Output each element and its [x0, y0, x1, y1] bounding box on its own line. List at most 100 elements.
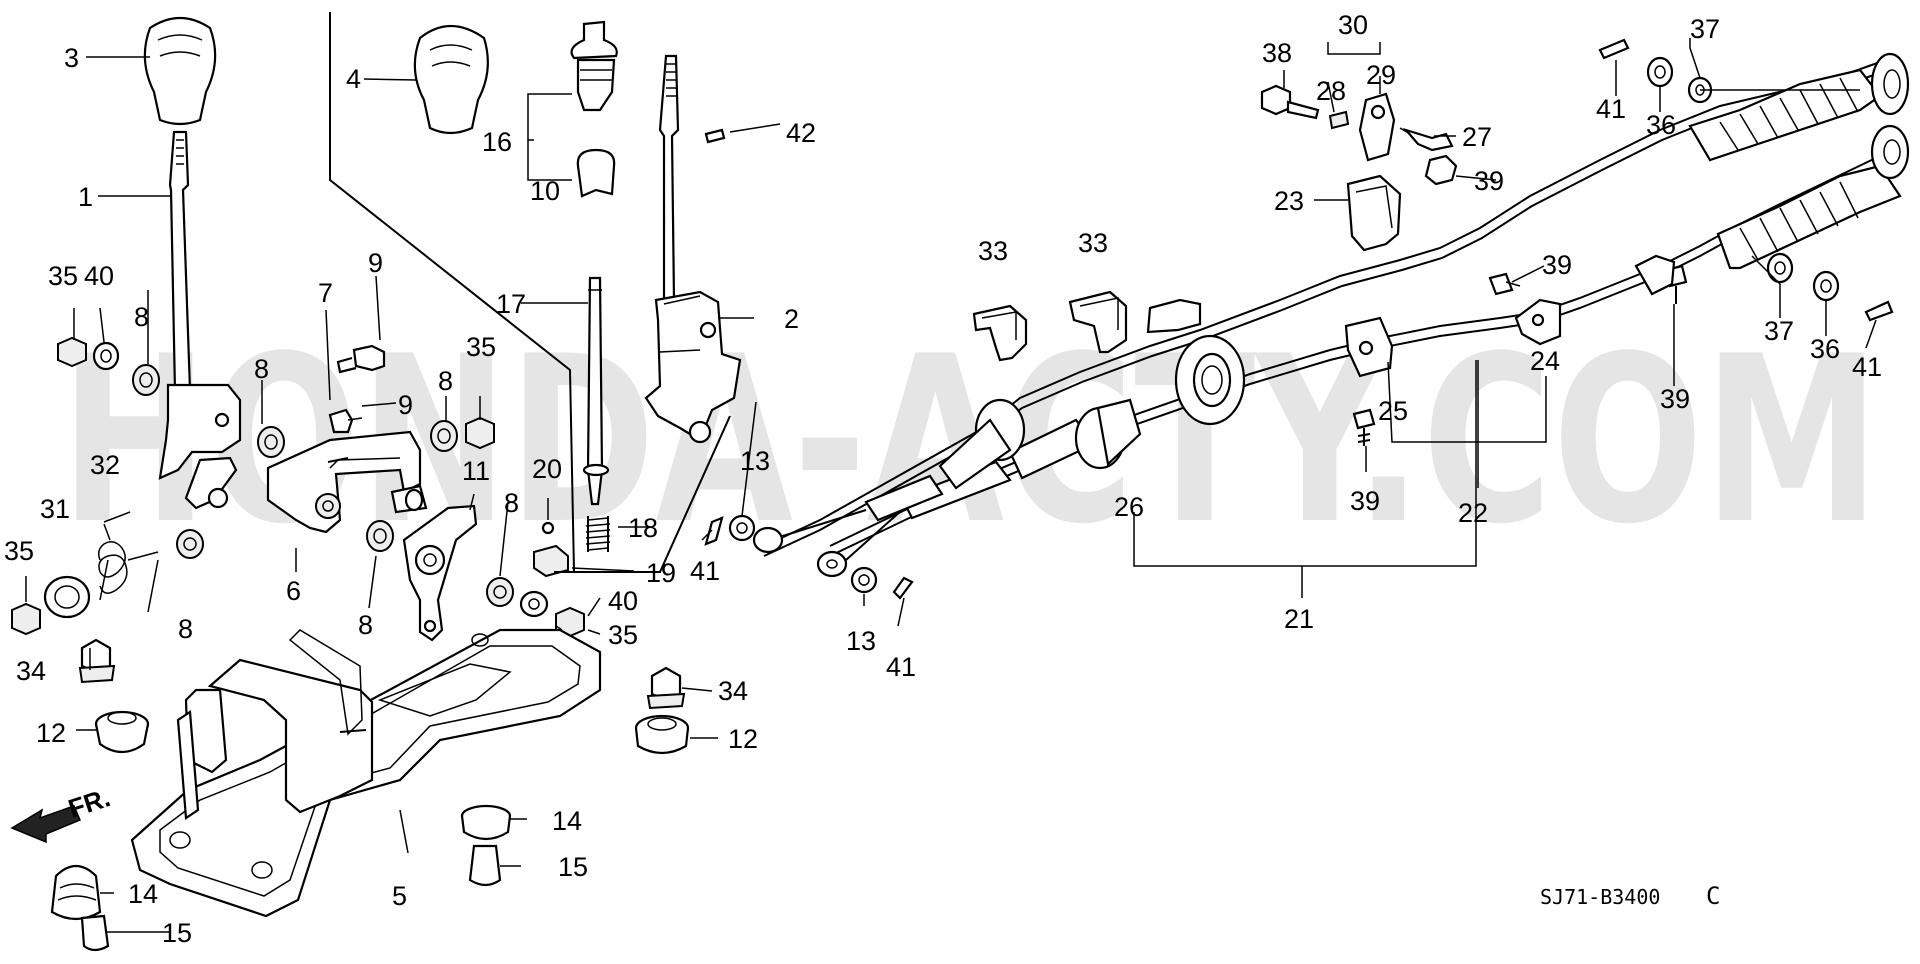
callout-24: 24 — [1530, 346, 1560, 376]
washer-13-top — [728, 514, 756, 542]
shift-knob-3 — [143, 17, 217, 126]
callout-8-c: 8 — [438, 366, 453, 396]
callout-28: 28 — [1316, 76, 1346, 106]
callout-40-b: 40 — [608, 586, 638, 616]
bushing-8-right — [430, 420, 458, 452]
callout-37-a: 37 — [1690, 14, 1720, 44]
callout-41-a: 41 — [690, 556, 720, 586]
revision-mark: C — [1706, 882, 1720, 910]
ball-20 — [541, 521, 555, 535]
bolt-34-left — [78, 638, 116, 684]
callout-35-d: 35 — [608, 620, 638, 650]
shift-base-5 — [130, 628, 602, 918]
callout-27: 27 — [1462, 122, 1492, 152]
callout-7: 7 — [318, 278, 333, 308]
leader-lines — [25, 38, 1877, 933]
callout-2: 2 — [784, 304, 799, 334]
nut-35-left-top — [57, 336, 87, 368]
bushing-8-left — [132, 364, 160, 396]
callout-9-b: 9 — [398, 390, 413, 420]
assembly-boundary-line — [329, 12, 731, 573]
callout-35-c: 35 — [466, 332, 496, 362]
callout-1: 1 — [78, 182, 93, 212]
collar-31 — [43, 575, 91, 619]
callout-8-b: 8 — [254, 354, 269, 384]
callout-41-b: 41 — [886, 652, 916, 682]
callout-38: 38 — [1262, 38, 1292, 68]
bolt-9-top — [336, 344, 386, 374]
figure-code: SJ71-B3400 — [1540, 885, 1660, 909]
bracket-29 — [1358, 92, 1396, 162]
callout-23: 23 — [1274, 186, 1304, 216]
lock-pin-16 — [570, 20, 618, 112]
pin-41-left — [704, 516, 724, 546]
washer-40-right — [519, 590, 549, 618]
shift-lever-2 — [644, 54, 742, 444]
callout-21: 21 — [1284, 604, 1314, 634]
grommet-12-left — [94, 710, 150, 754]
callout-30: 30 — [1338, 10, 1368, 40]
cable-grommet — [1174, 334, 1246, 426]
bracket-23 — [1346, 174, 1402, 252]
grommet-12-right — [634, 714, 690, 755]
callout-32: 32 — [90, 450, 120, 480]
callout-33-b: 33 — [1078, 228, 1108, 258]
callout-36-b: 36 — [1810, 334, 1840, 364]
callout-40-a: 40 — [84, 261, 114, 291]
washer-36-bottom — [1812, 270, 1840, 302]
pin-41-top — [1598, 38, 1630, 60]
shift-rod-link-6 — [266, 430, 428, 534]
callout-5: 5 — [392, 881, 407, 911]
callout-15-a: 15 — [558, 852, 588, 882]
callout-31: 31 — [40, 494, 70, 524]
mount-14-center — [460, 804, 512, 841]
callout-8-d: 8 — [178, 614, 193, 644]
callout-36-a: 36 — [1646, 110, 1676, 140]
callout-37-b: 37 — [1764, 316, 1794, 346]
callout-13-b: 13 — [846, 626, 876, 656]
callout-12-b: 12 — [728, 724, 758, 754]
pin-42 — [704, 128, 726, 144]
bushing-8-mid — [257, 426, 285, 458]
bushing-8-low — [176, 529, 204, 559]
front-direction-arrow: FR. — [10, 782, 114, 844]
callout-39-d: 39 — [1660, 384, 1690, 414]
callout-9-a: 9 — [368, 248, 383, 278]
callout-39-a: 39 — [1474, 166, 1504, 196]
clip-33-right — [1068, 290, 1128, 354]
callout-42: 42 — [786, 118, 816, 148]
callout-34-b: 34 — [718, 676, 748, 706]
shift-knob-4 — [413, 25, 489, 135]
callout-18: 18 — [628, 513, 658, 543]
callout-19: 19 — [646, 558, 676, 588]
callout-34-a: 34 — [16, 656, 46, 686]
callout-11: 11 — [462, 456, 490, 486]
collar-15-left — [80, 914, 110, 952]
mount-14-left — [50, 864, 102, 921]
callout-25: 25 — [1378, 396, 1408, 426]
washer-37-bottom — [1766, 252, 1794, 284]
shift-rod-17 — [582, 276, 610, 506]
spring-18 — [585, 516, 611, 552]
callout-22: 22 — [1458, 498, 1488, 528]
collar-28 — [1328, 110, 1350, 130]
bolt-39-top — [1424, 154, 1458, 186]
select-lever-11 — [402, 504, 478, 642]
bolt-38 — [1260, 84, 1320, 120]
clip-10 — [576, 148, 616, 198]
pin-41-center — [892, 576, 914, 600]
callout-8-e: 8 — [358, 610, 373, 640]
bracket-25 — [1344, 316, 1394, 378]
washer-13-bottom — [850, 566, 878, 594]
callout-8-f: 8 — [504, 488, 519, 518]
collar-15-center — [468, 844, 502, 887]
bolt-9-mid — [328, 408, 363, 434]
callout-13-a: 13 — [740, 446, 770, 476]
bushing-8-center — [366, 520, 394, 552]
cable-clip-mid — [1634, 254, 1676, 296]
callout-29: 29 — [1366, 60, 1396, 90]
callout-15-b: 15 — [162, 918, 192, 948]
callout-39-b: 39 — [1542, 250, 1572, 280]
nut-35-top — [465, 416, 495, 450]
callout-3: 3 — [64, 43, 79, 73]
